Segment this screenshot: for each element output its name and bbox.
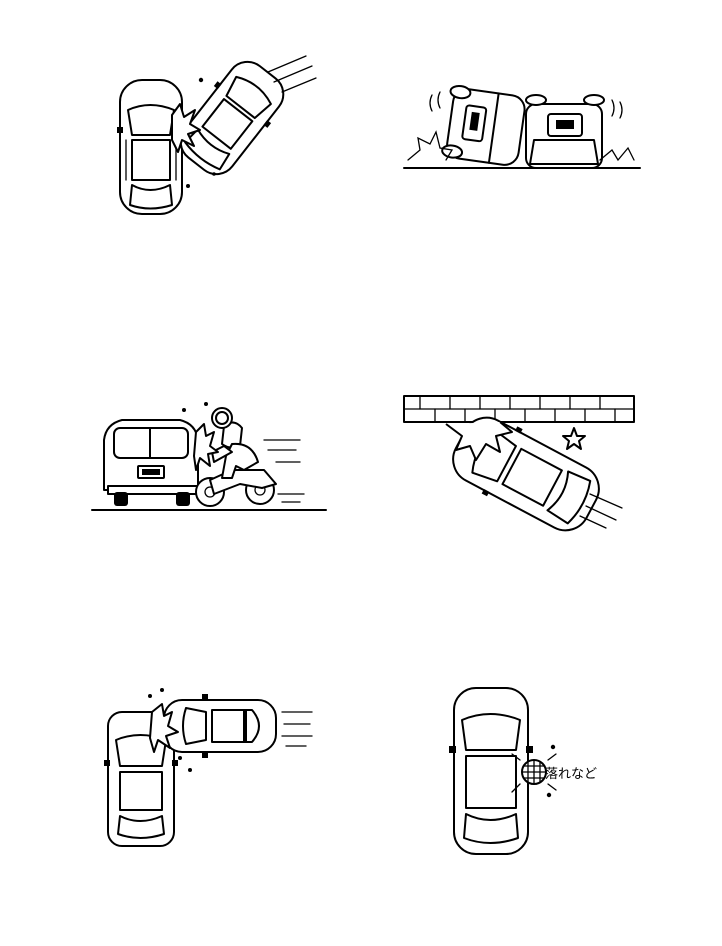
brick-wall: [403, 395, 635, 423]
impact-stars: [186, 77, 216, 188]
horizontal-car: [163, 694, 277, 758]
falling-object: [521, 759, 547, 785]
scene-perpendicular-impact: [104, 688, 313, 847]
motion-lines: [263, 439, 305, 503]
car-top-view: [449, 687, 533, 855]
angled-car: [179, 60, 285, 176]
wobble-lines: [429, 91, 623, 119]
car-on-side: [441, 85, 526, 166]
motion-lines: [281, 711, 313, 747]
scrape-burst: [445, 421, 513, 461]
scene-rollover: [403, 85, 641, 169]
motion-lines: [579, 493, 623, 529]
scene-side-impact: [117, 55, 317, 215]
impact-stars: [182, 402, 208, 412]
impact-burst: [193, 423, 219, 471]
impact-burst: [171, 103, 201, 153]
dust-burst-right: [599, 146, 635, 162]
motion-lines: [267, 55, 317, 93]
impact-burst: [149, 703, 179, 753]
impact-stars: [546, 744, 556, 798]
scene-wall-scrape: [403, 395, 635, 532]
scene-underbody-object-impact: [449, 687, 557, 855]
impact-stars: [148, 688, 192, 772]
dust-burst-left: [407, 130, 454, 161]
falling-object-label: 落れなど: [545, 767, 598, 782]
motorcycle-rider: [195, 407, 277, 507]
car-upside-down: [525, 94, 605, 169]
impact-rays: [511, 753, 557, 793]
vertical-car: [104, 711, 178, 847]
scene-motorcycle-rear-collision: [91, 402, 327, 511]
star-outline: [562, 427, 586, 450]
van-rear: [103, 419, 199, 506]
